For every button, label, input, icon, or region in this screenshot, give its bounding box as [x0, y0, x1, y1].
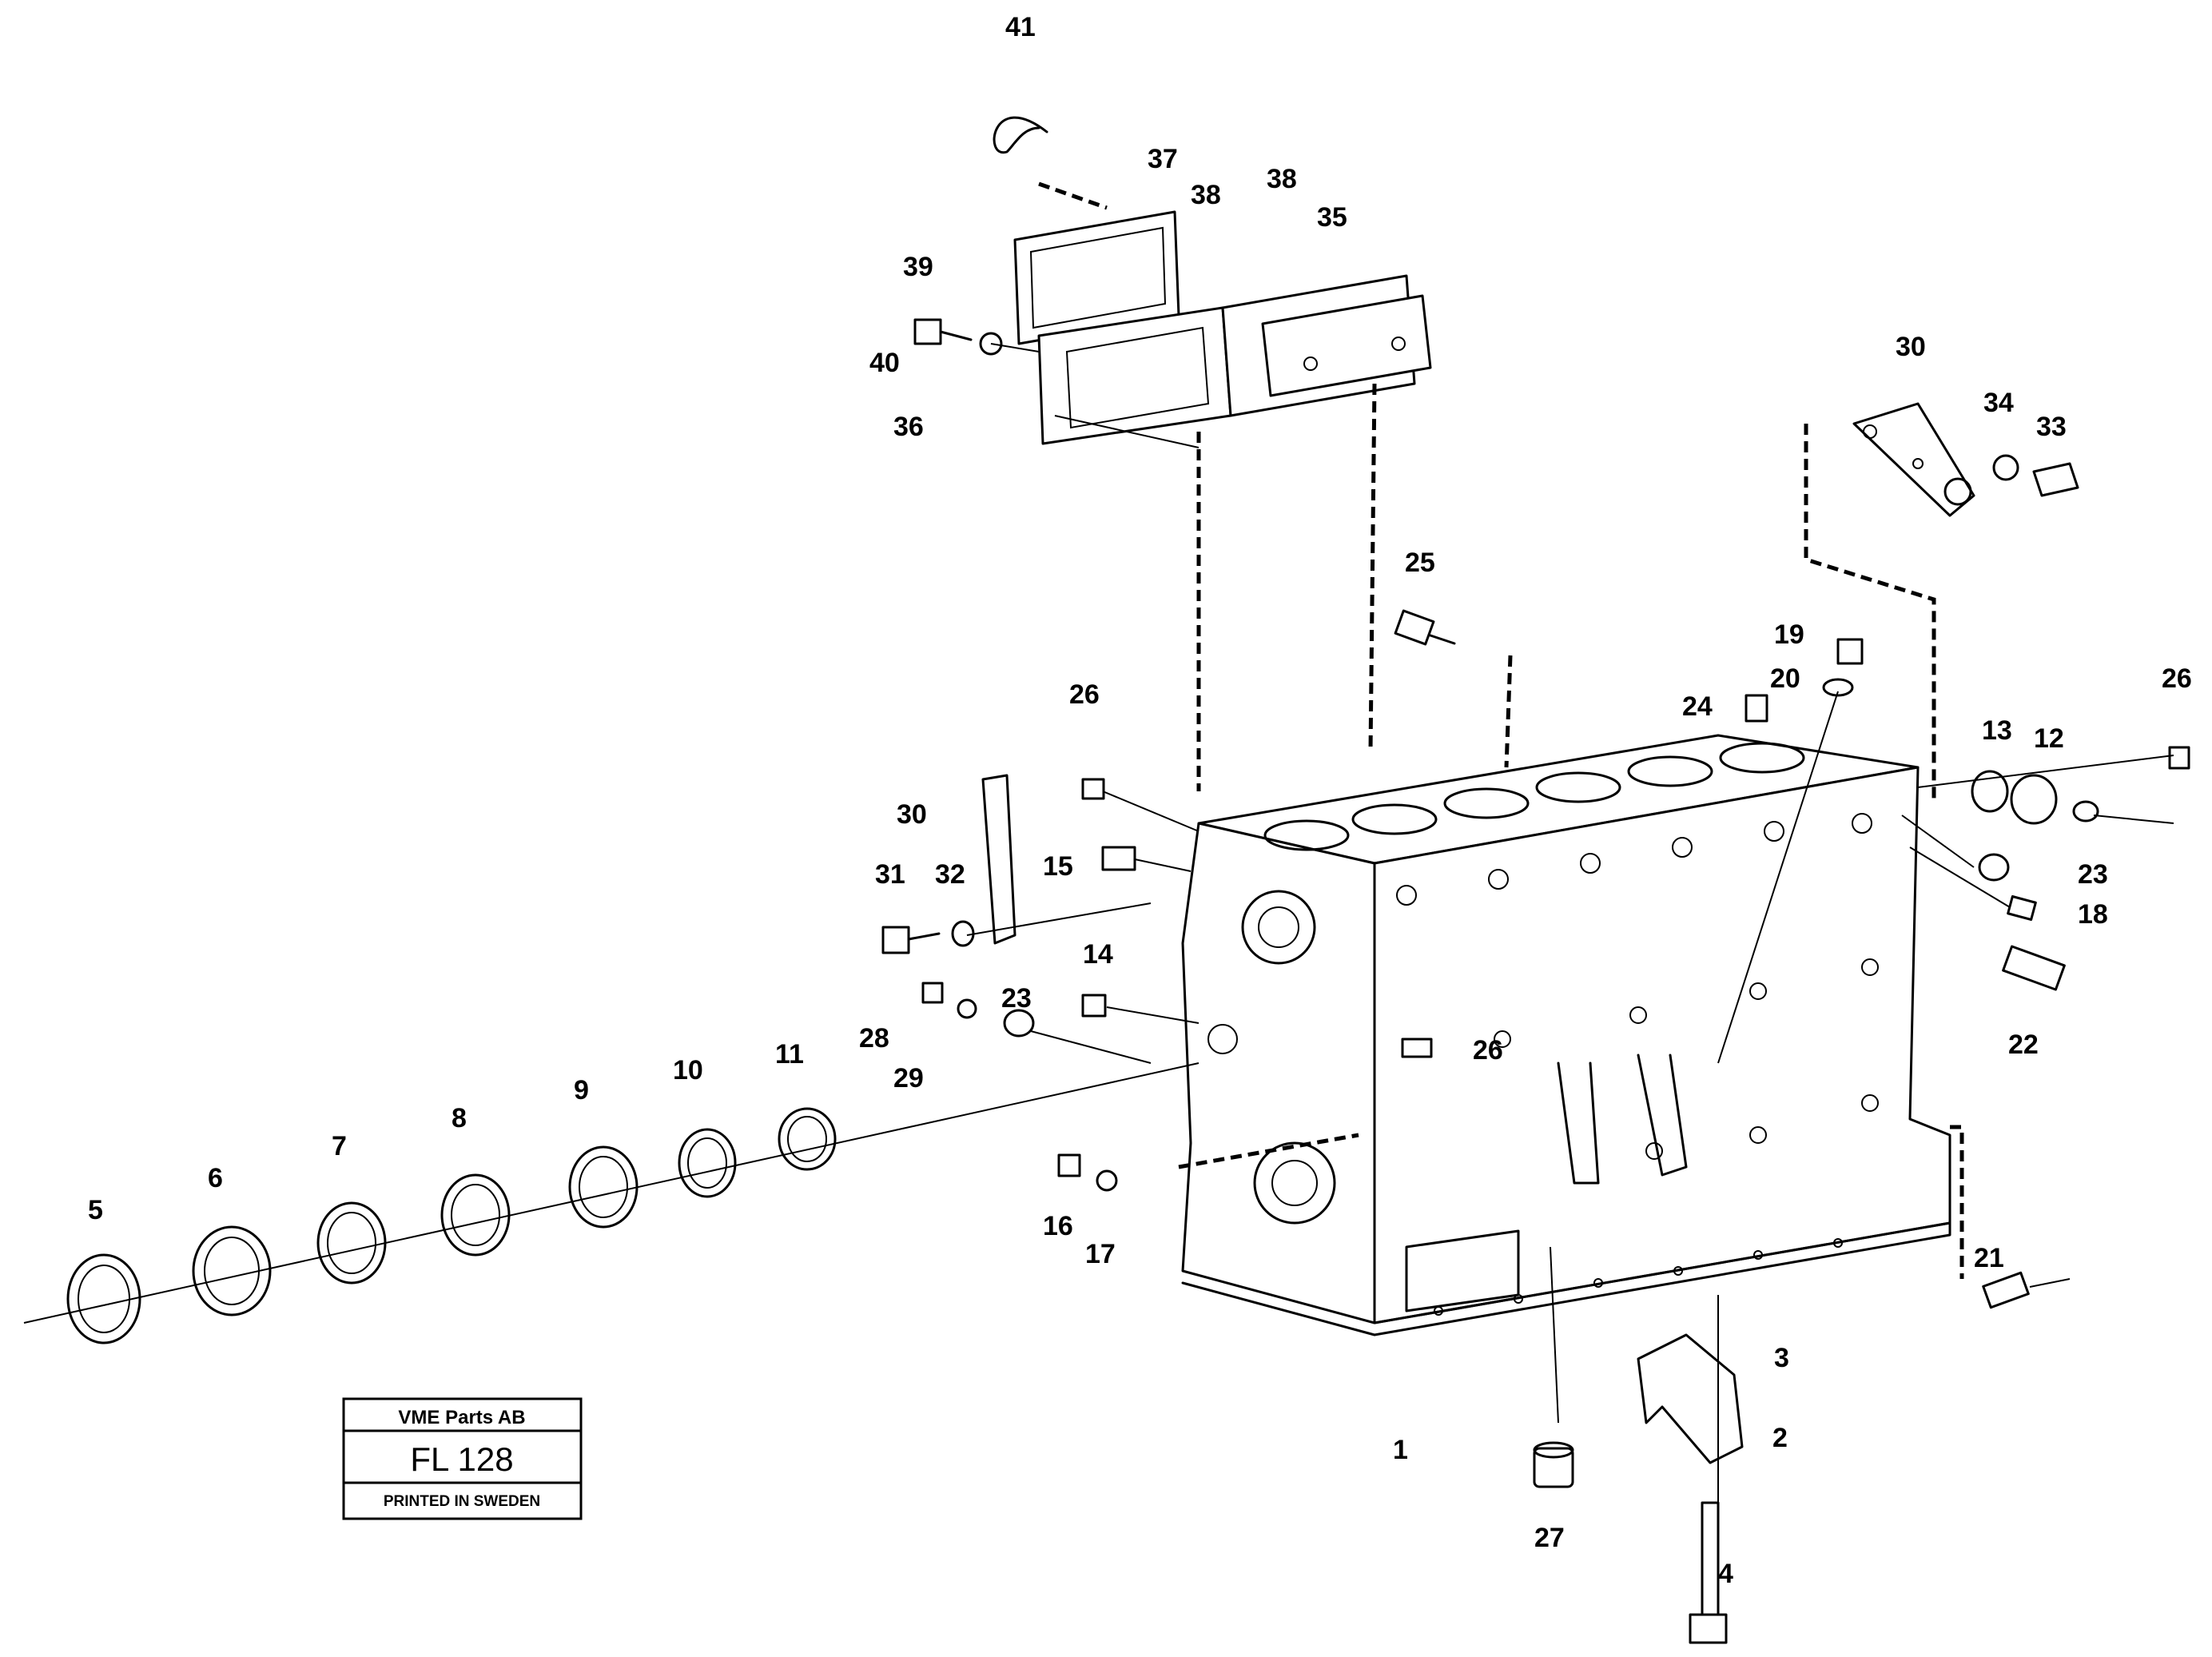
- callout-1: 1: [1393, 1435, 1408, 1465]
- callout-36: 36: [893, 412, 924, 442]
- callout-35: 35: [1317, 202, 1347, 233]
- callout-30-top: 30: [1896, 332, 1926, 362]
- callout-10: 10: [673, 1055, 703, 1085]
- company-name: VME Parts AB: [398, 1407, 525, 1428]
- callout-30-left: 30: [897, 799, 927, 830]
- callout-7: 7: [332, 1131, 347, 1161]
- callout-33: 33: [2036, 412, 2067, 442]
- title-block: VME Parts AB FL 128 PRINTED IN SWEDEN: [342, 1397, 583, 1520]
- callout-8: 8: [452, 1103, 467, 1133]
- callout-19: 19: [1774, 619, 1804, 650]
- camshaft-bearings: [23, 1062, 1199, 1344]
- callout-17: 17: [1085, 1239, 1116, 1269]
- callout-29: 29: [893, 1063, 924, 1093]
- callout-28: 28: [859, 1023, 889, 1054]
- callout-6: 6: [208, 1163, 223, 1193]
- callout-11: 11: [775, 1039, 804, 1069]
- callout-26-right: 26: [2162, 663, 2192, 694]
- callout-9: 9: [574, 1075, 589, 1105]
- callout-labels: 41 37 38 38 35 39 40 36 30 34 33 25 19 2…: [88, 12, 2192, 1589]
- callout-3: 3: [1774, 1343, 1789, 1373]
- callout-24: 24: [1682, 691, 1713, 722]
- printed-note: PRINTED IN SWEDEN: [384, 1493, 540, 1510]
- callout-25: 25: [1405, 548, 1435, 578]
- callout-39: 39: [903, 252, 933, 282]
- callout-38-right: 38: [1267, 164, 1297, 194]
- callout-41: 41: [1005, 12, 1036, 42]
- callout-22: 22: [2008, 1030, 2039, 1060]
- callout-31: 31: [875, 859, 905, 890]
- assembly-lines: [966, 181, 2174, 1503]
- figure-number: FL 128: [410, 1440, 513, 1478]
- callout-14: 14: [1083, 939, 1113, 970]
- callout-21: 21: [1974, 1243, 2004, 1273]
- callout-26-left: 26: [1069, 679, 1100, 710]
- callout-26-middle: 26: [1473, 1035, 1503, 1065]
- callout-2: 2: [1772, 1423, 1788, 1453]
- callout-37: 37: [1148, 144, 1178, 174]
- callout-5: 5: [88, 1195, 103, 1225]
- cylinder-block: [1181, 734, 1951, 1336]
- callout-27: 27: [1534, 1523, 1565, 1553]
- callout-16: 16: [1043, 1211, 1073, 1241]
- small-parts: [881, 318, 2190, 1644]
- callout-23-right: 23: [2078, 859, 2108, 890]
- callout-13: 13: [1982, 715, 2012, 746]
- callout-38-left: 38: [1191, 180, 1221, 210]
- bracket-30: [1852, 402, 2079, 517]
- callout-34: 34: [1983, 388, 2014, 418]
- callout-23-left: 23: [1001, 983, 1032, 1014]
- callout-20: 20: [1770, 663, 1800, 694]
- callout-40: 40: [869, 348, 900, 378]
- callout-32: 32: [935, 859, 965, 890]
- callout-18: 18: [2078, 899, 2108, 930]
- cover-plates: [993, 116, 1432, 445]
- callout-4: 4: [1718, 1559, 1733, 1589]
- callout-12: 12: [2034, 723, 2064, 754]
- callout-15: 15: [1043, 851, 1073, 882]
